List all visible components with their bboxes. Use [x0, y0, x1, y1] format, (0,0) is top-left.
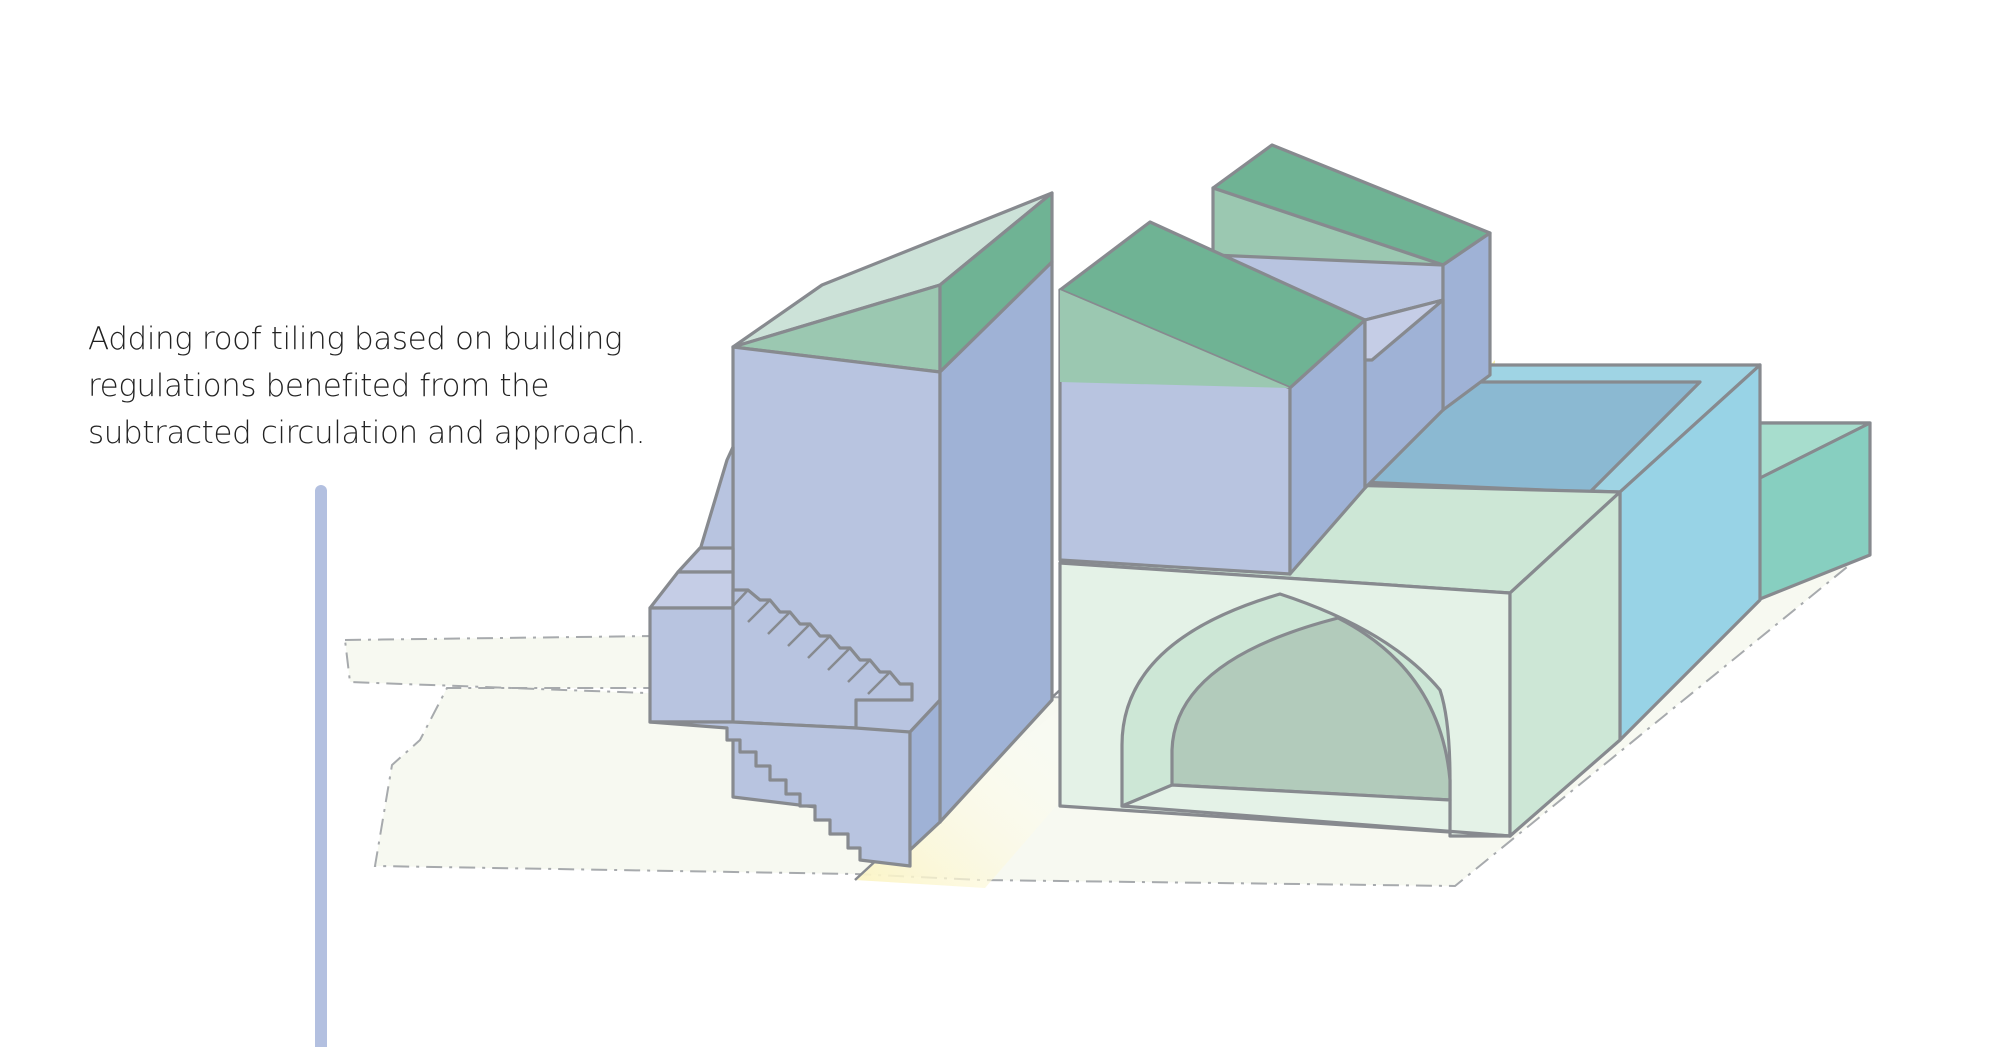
- stair-tower-building: [648, 191, 1054, 868]
- arch-opening-inner: [1170, 616, 1452, 802]
- annotation-leader-line: [315, 485, 327, 1047]
- arch-block: [1058, 478, 1622, 838]
- middle-gable-building: [1058, 220, 1445, 576]
- annotation-line-1: Adding roof tiling based on building: [88, 321, 623, 357]
- annotation-line-2: regulations benefited from the: [88, 368, 550, 404]
- upper-stair-flight: [695, 445, 735, 562]
- arch-ground-slab: [1120, 783, 1512, 838]
- annotation-text: Adding roof tiling based on building reg…: [88, 316, 728, 457]
- stepped-underside: [648, 720, 912, 868]
- stair-treads: [732, 589, 891, 695]
- teal-block: [1743, 421, 1872, 607]
- middle-gable-roof-face: [1060, 290, 1290, 388]
- annotation-line-3: subtracted circulation and approach.: [88, 415, 646, 451]
